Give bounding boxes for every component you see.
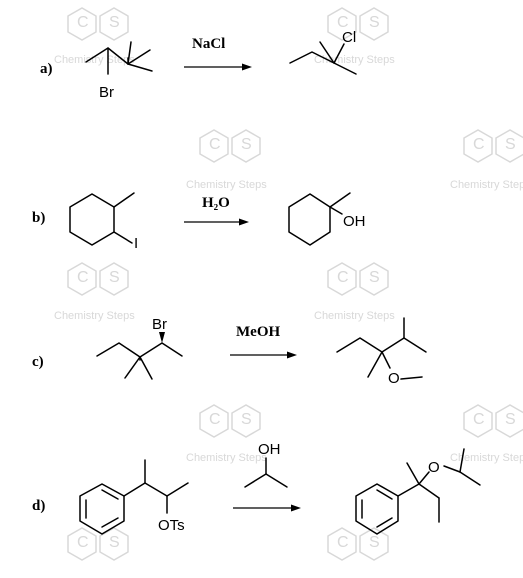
watermark: C S: [327, 527, 389, 561]
watermark-letter: S: [369, 14, 380, 31]
product-structure: O: [336, 317, 427, 387]
product-structure: O: [355, 448, 481, 535]
watermark-letter: C: [209, 136, 221, 153]
watermark-letter: C: [209, 411, 221, 428]
watermark-letter: S: [505, 411, 516, 428]
reaction-b: b) I H₂O OH: [32, 192, 366, 252]
reaction-a: a) Br NaCl Cl: [40, 29, 357, 101]
watermark-letter: C: [77, 14, 89, 31]
reaction-arrow: [184, 218, 249, 226]
watermark: C S Chemistry Steps: [450, 404, 523, 464]
watermark-letter: S: [369, 534, 380, 551]
watermark-letter: S: [369, 269, 380, 286]
watermark-letter: C: [337, 269, 349, 286]
reactant-structure: Br: [96, 316, 183, 380]
reactant-structure: OTs: [79, 459, 189, 535]
watermark-text: Chemistry Steps: [186, 179, 267, 191]
product-structure: OH: [288, 192, 366, 246]
atom-label: OH: [343, 213, 366, 230]
watermark-letter: C: [77, 534, 89, 551]
watermark-letter: S: [505, 136, 516, 153]
atom-label: OTs: [158, 517, 185, 534]
watermark-letter: C: [77, 269, 89, 286]
reaction-label: d): [32, 498, 45, 514]
reaction-arrow: [230, 351, 297, 359]
watermark-letter: S: [109, 269, 120, 286]
watermark-text: Chemistry Steps: [314, 54, 395, 66]
watermark: C S Chemistry Steps: [186, 129, 267, 191]
reagent-structure: OH: [244, 441, 288, 488]
watermark-text: Chemistry Steps: [450, 179, 523, 191]
atom-label: O: [428, 459, 440, 476]
watermark-text: Chemistry Steps: [186, 452, 267, 464]
watermark-text: Chemistry Steps: [450, 452, 523, 464]
watermark-letter: C: [337, 14, 349, 31]
reaction-label: a): [40, 61, 53, 77]
atom-label: Br: [152, 316, 167, 333]
atom-label: Br: [99, 84, 114, 101]
reagent-label: H₂O: [202, 195, 230, 211]
atom-label: Cl: [342, 29, 356, 46]
watermark-text: Chemistry Steps: [54, 54, 135, 66]
watermark-layer: C S Chemistry Steps C S Chemistry Steps …: [54, 7, 523, 561]
watermark-text: Chemistry Steps: [314, 310, 395, 322]
atom-label: I: [134, 235, 138, 252]
reagent-label: MeOH: [236, 324, 280, 340]
watermark: C S Chemistry Steps: [54, 7, 135, 66]
reaction-d: d) OTs OH: [32, 441, 481, 535]
watermark: C S Chemistry Steps: [54, 262, 135, 322]
reactant-structure: Br: [85, 41, 153, 101]
watermark-letter: C: [473, 136, 485, 153]
watermark-letter: S: [241, 136, 252, 153]
reaction-label: b): [32, 210, 45, 226]
atom-label: O: [388, 370, 400, 387]
atom-label: OH: [258, 441, 281, 458]
reaction-label: c): [32, 354, 44, 370]
watermark-letter: S: [109, 534, 120, 551]
reaction-arrow: [184, 63, 252, 71]
watermark: C S Chemistry Steps: [450, 129, 523, 191]
watermark: C S Chemistry Steps: [314, 262, 395, 322]
reactant-structure: I: [69, 192, 138, 252]
reaction-arrow: [233, 504, 301, 512]
watermark-letter: C: [473, 411, 485, 428]
watermark: C S: [67, 527, 129, 561]
watermark-text: Chemistry Steps: [54, 310, 135, 322]
product-structure: Cl: [289, 29, 357, 75]
watermark-letter: C: [337, 534, 349, 551]
watermark-letter: S: [109, 14, 120, 31]
watermark: C S Chemistry Steps: [186, 404, 267, 464]
reaction-c: c) Br MeOH O: [32, 316, 427, 387]
watermark-letter: S: [241, 411, 252, 428]
reagent-label: NaCl: [192, 36, 225, 52]
